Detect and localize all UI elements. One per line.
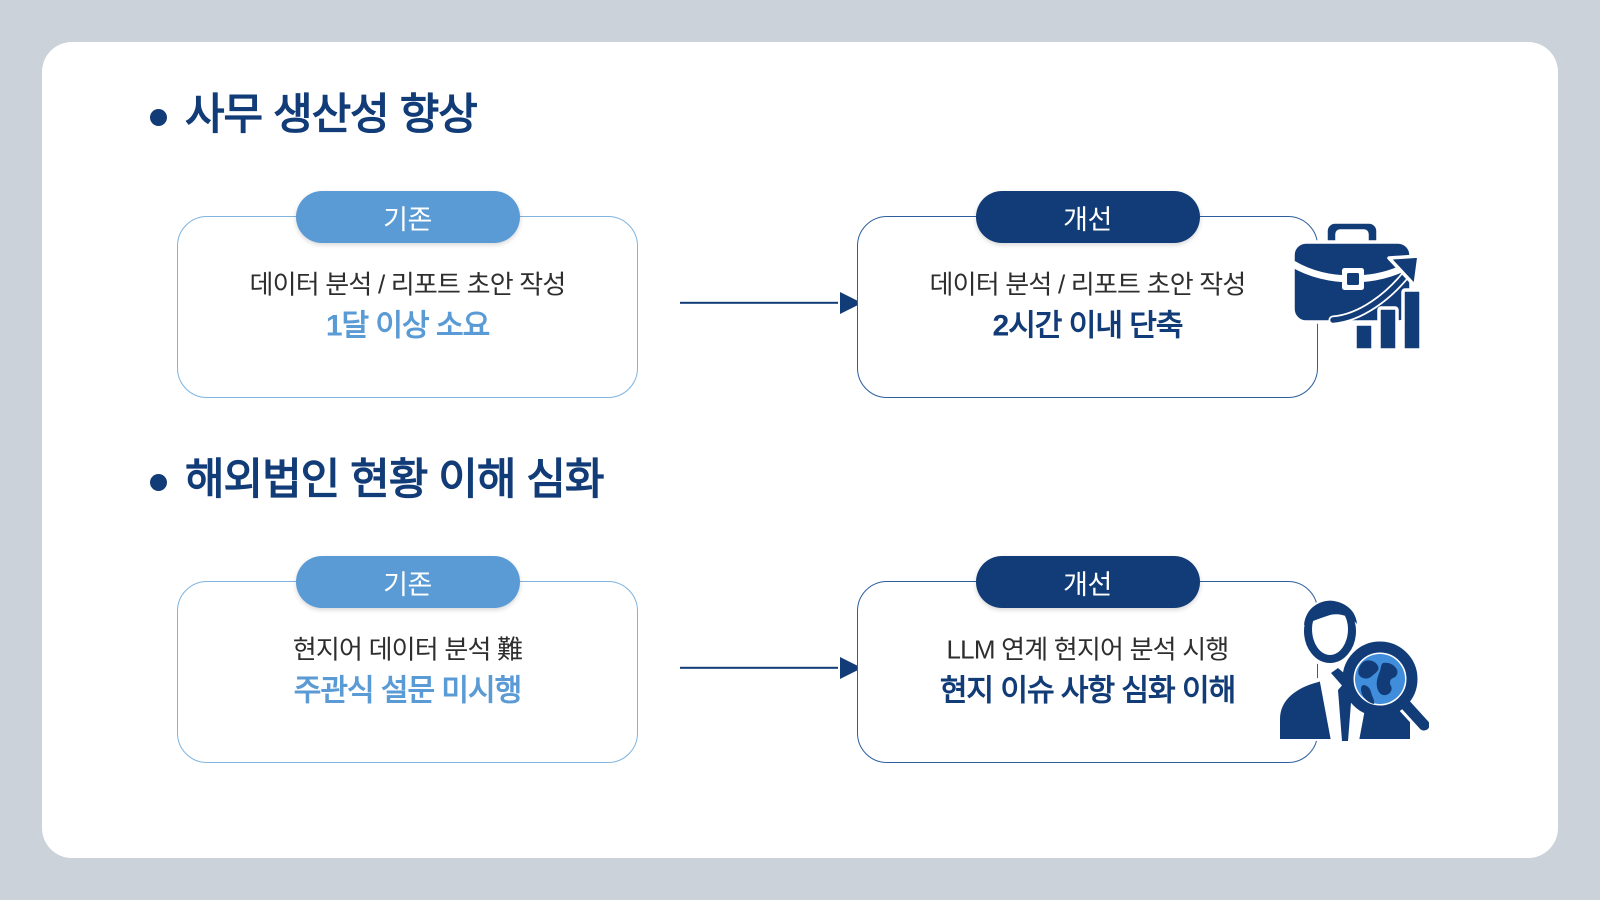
status-badge-before: 기존 bbox=[295, 191, 520, 243]
card-after[interactable]: 개선 데이터 분석 / 리포트 초안 작성 2시간 이내 단축 bbox=[857, 191, 1318, 398]
card-highlight: 현지 이슈 사항 심화 이해 bbox=[939, 674, 1236, 708]
page-title: 해외법인 현황 이해 심화 bbox=[185, 456, 604, 504]
section-heading: 사무 생산성 향상 bbox=[150, 91, 478, 139]
card-description: LLM 연계 현지어 분석 시행 bbox=[946, 634, 1230, 665]
card-highlight: 2시간 이내 단축 bbox=[992, 309, 1184, 343]
status-badge-after: 개선 bbox=[975, 556, 1200, 608]
comparison-row: 기존 데이터 분석 / 리포트 초안 작성 1달 이상 소요 개선 데이터 분석… bbox=[42, 188, 1558, 418]
slide-panel: 사무 생산성 향상 기존 데이터 분석 / 리포트 초안 작성 1달 이상 소요… bbox=[42, 42, 1558, 858]
card-after[interactable]: 개선 LLM 연계 현지어 분석 시행 현지 이슈 사항 심화 이해 bbox=[857, 556, 1318, 763]
card-body: 데이터 분석 / 리포트 초안 작성 1달 이상 소요 bbox=[178, 267, 637, 346]
arrow-head bbox=[840, 292, 862, 314]
status-badge-after: 개선 bbox=[975, 191, 1200, 243]
card-before[interactable]: 기존 현지어 데이터 분석 難 주관식 설문 미시행 bbox=[177, 556, 638, 763]
arrow-line bbox=[680, 666, 838, 670]
card-description: 데이터 분석 / 리포트 초안 작성 bbox=[249, 269, 567, 300]
card-body: 데이터 분석 / 리포트 초안 작성 2시간 이내 단축 bbox=[858, 267, 1317, 346]
arrow-right-icon bbox=[680, 657, 862, 679]
card-description: 데이터 분석 / 리포트 초안 작성 bbox=[929, 269, 1247, 300]
comparison-row: 기존 현지어 데이터 분석 難 주관식 설문 미시행 개선 LLM 연계 현지어… bbox=[42, 553, 1558, 783]
card-highlight: 1달 이상 소요 bbox=[325, 309, 490, 343]
card-body: 현지어 데이터 분석 難 주관식 설문 미시행 bbox=[178, 632, 637, 711]
page-title: 사무 생산성 향상 bbox=[185, 91, 478, 139]
section-heading: 해외법인 현황 이해 심화 bbox=[150, 456, 604, 504]
bullet-dot-icon bbox=[150, 109, 167, 127]
bullet-dot-icon bbox=[150, 474, 167, 492]
card-highlight: 주관식 설문 미시행 bbox=[293, 674, 522, 708]
arrow-head bbox=[840, 657, 862, 679]
status-badge-before: 기존 bbox=[295, 556, 520, 608]
arrow-right-icon bbox=[680, 292, 862, 314]
card-body: LLM 연계 현지어 분석 시행 현지 이슈 사항 심화 이해 bbox=[858, 632, 1317, 711]
card-description: 현지어 데이터 분석 難 bbox=[292, 634, 523, 665]
arrow-line bbox=[680, 301, 838, 305]
card-before[interactable]: 기존 데이터 분석 / 리포트 초안 작성 1달 이상 소요 bbox=[177, 191, 638, 398]
